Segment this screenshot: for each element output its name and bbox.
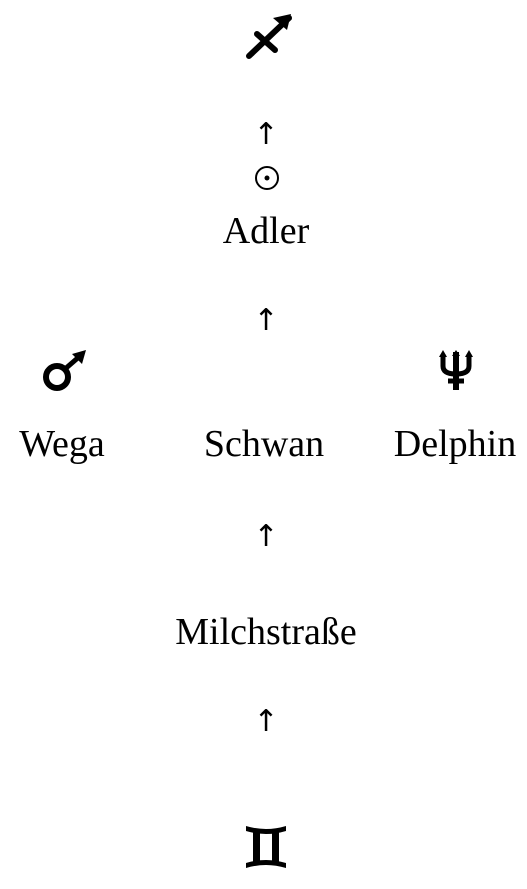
node-schwan: Schwan bbox=[203, 423, 325, 465]
mars-icon bbox=[43, 350, 86, 391]
node-wega: Wega bbox=[19, 423, 105, 465]
sagittarius-icon bbox=[246, 14, 292, 59]
gemini-icon bbox=[246, 826, 286, 868]
arrow-up: ↑ bbox=[253, 303, 279, 338]
arrow-up: ↑ bbox=[253, 117, 279, 152]
sun-icon bbox=[255, 166, 279, 190]
arrow-up: ↑ bbox=[253, 519, 279, 554]
node-adler: Adler bbox=[222, 210, 310, 252]
node-milchstrasse: Milchstraße bbox=[175, 611, 357, 653]
node-delphin: Delphin bbox=[393, 423, 517, 465]
neptune-icon bbox=[439, 350, 473, 390]
arrow-up: ↑ bbox=[253, 704, 279, 739]
